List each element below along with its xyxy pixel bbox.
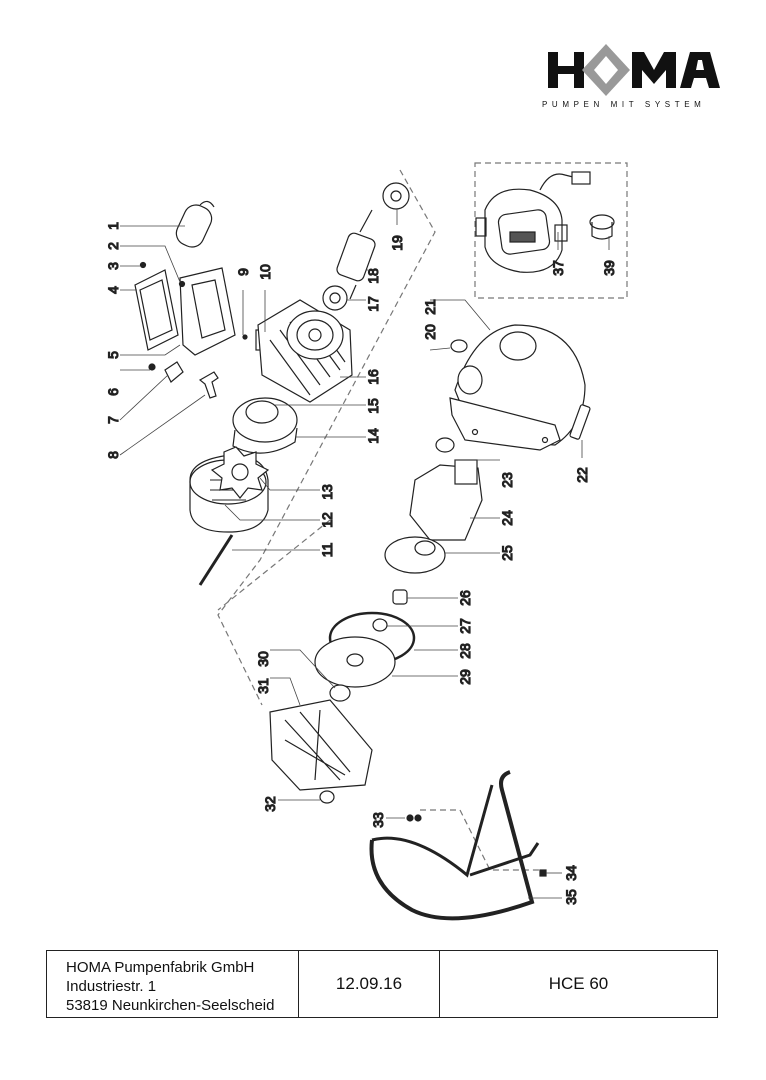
part-label-33: 33 <box>370 812 386 828</box>
part-label-17: 17 <box>365 296 381 312</box>
part-label-8: 8 <box>105 451 121 459</box>
logo-tagline: PUMPEN MIT SYSTEM <box>542 100 706 109</box>
part-label-14: 14 <box>365 428 381 444</box>
part-end-shield <box>232 397 298 454</box>
part-seal-set <box>314 589 416 688</box>
part-impeller-stage <box>384 437 483 574</box>
part-label-39: 39 <box>601 260 617 276</box>
part-label-26: 26 <box>457 590 473 606</box>
part-base <box>269 684 373 804</box>
logo-mark <box>548 44 720 96</box>
part-label-4: 4 <box>105 286 121 294</box>
part-label-19: 19 <box>389 235 405 251</box>
part-label-30: 30 <box>255 651 271 667</box>
part-label-27: 27 <box>457 618 473 634</box>
title-block: HOMA Pumpenfabrik GmbH Industriestr. 1 5… <box>46 950 718 1018</box>
part-label-28: 28 <box>457 643 473 659</box>
company-street: Industriestr. 1 <box>66 978 157 995</box>
part-label-25: 25 <box>499 545 515 561</box>
part-base-frame <box>369 770 547 921</box>
company-name: HOMA Pumpenfabrik GmbH <box>66 959 255 976</box>
part-label-2: 2 <box>105 242 121 250</box>
part-label-13: 13 <box>319 484 335 500</box>
part-label-16: 16 <box>365 369 381 385</box>
part-label-35: 35 <box>563 889 579 905</box>
document-date: 12.09.16 <box>299 951 440 1017</box>
part-fan-cover <box>189 446 270 533</box>
part-tie-rod <box>198 534 234 586</box>
part-label-1: 1 <box>105 222 121 230</box>
part-label-31: 31 <box>255 678 271 694</box>
part-label-34: 34 <box>563 865 579 881</box>
part-bearings-rotor <box>322 182 410 311</box>
part-label-3: 3 <box>105 262 121 270</box>
part-label-5: 5 <box>105 351 121 359</box>
part-label-11: 11 <box>319 543 335 558</box>
part-terminal-box <box>134 261 236 356</box>
part-label-24: 24 <box>499 510 515 526</box>
part-label-12: 12 <box>319 512 335 528</box>
part-label-15: 15 <box>365 398 381 414</box>
part-label-23: 23 <box>499 472 515 488</box>
part-capacitor <box>175 200 215 248</box>
part-label-6: 6 <box>105 388 121 396</box>
part-labels: 1 2 3 4 5 6 7 8 9 10 11 12 13 14 15 16 1… <box>104 221 617 905</box>
part-label-7: 7 <box>105 416 121 424</box>
exploded-parts-diagram: 1 2 3 4 5 6 7 8 9 10 11 12 13 14 15 16 1… <box>104 162 628 921</box>
part-label-32: 32 <box>262 796 278 812</box>
part-motor-housing <box>257 299 353 403</box>
company-address: HOMA Pumpenfabrik GmbH Industriestr. 1 5… <box>47 951 299 1017</box>
part-label-29: 29 <box>457 669 473 685</box>
part-label-21: 21 <box>422 299 438 315</box>
part-pressure-controller <box>475 171 615 273</box>
homa-logo: PUMPEN MIT SYSTEM <box>540 40 725 120</box>
part-label-37: 37 <box>550 260 566 276</box>
part-label-22: 22 <box>574 467 590 483</box>
part-label-9: 9 <box>235 268 251 276</box>
part-label-18: 18 <box>365 268 381 284</box>
part-label-10: 10 <box>257 264 273 280</box>
part-label-20: 20 <box>422 324 438 340</box>
part-small-fittings <box>148 361 219 399</box>
company-city: 53819 Neunkirchen-Seelscheid <box>66 997 275 1014</box>
part-pump-housing <box>449 324 591 451</box>
model-name: HCE 60 <box>548 974 609 993</box>
leader-lines <box>119 209 610 899</box>
